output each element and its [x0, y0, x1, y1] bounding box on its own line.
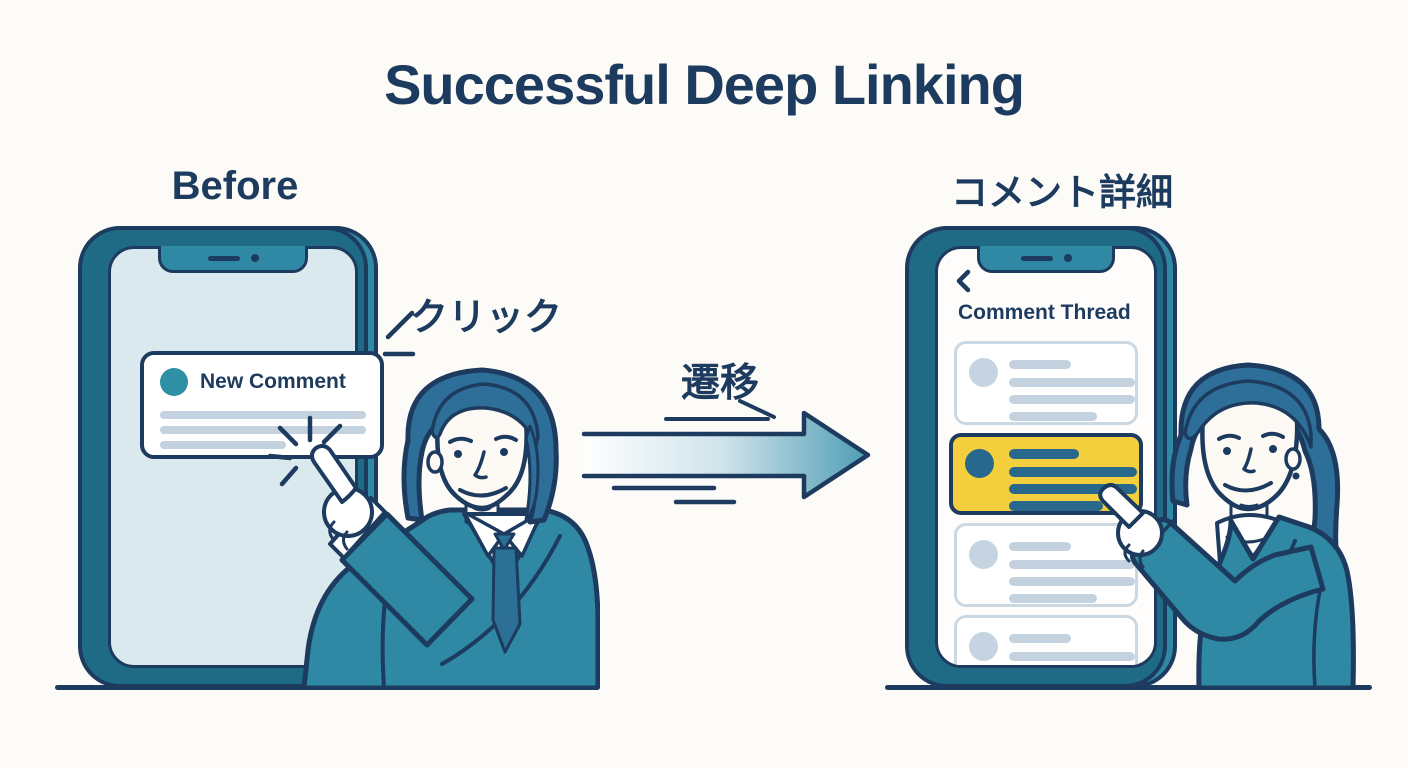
comment-avatar	[969, 358, 998, 387]
thread-title: Comment Thread	[958, 301, 1131, 324]
man-illustration	[301, 367, 600, 688]
page-title: Successful Deep Linking	[384, 53, 1025, 116]
comment-text-line	[1009, 412, 1097, 421]
comment-text-line	[1009, 594, 1097, 603]
notification-card[interactable]: New Comment	[140, 351, 384, 459]
comment-card[interactable]	[954, 615, 1138, 665]
comment-avatar	[969, 632, 998, 661]
comment-text-line	[1009, 449, 1079, 459]
comment-card[interactable]	[954, 341, 1138, 425]
before-label: Before	[171, 164, 299, 208]
comment-card[interactable]	[954, 523, 1138, 607]
notification-text-line	[160, 411, 366, 419]
comment-text-line	[1009, 634, 1071, 643]
comment-avatar	[969, 540, 998, 569]
back-chevron-icon[interactable]	[954, 269, 972, 293]
click-label: クリック	[410, 297, 563, 339]
phone-after: Comment Thread	[905, 226, 1177, 688]
comment-text-line	[1009, 360, 1071, 369]
phone-notch	[977, 246, 1115, 273]
notification-text-line	[160, 426, 366, 434]
transition-label: 遷移	[680, 362, 759, 405]
phone-after-screen: Comment Thread	[935, 246, 1157, 668]
comment-avatar	[965, 449, 994, 478]
comment-text-line	[1009, 484, 1137, 494]
comment-text-line	[1009, 378, 1135, 387]
comment-text-line	[1009, 501, 1103, 511]
comment-text-line	[1009, 395, 1135, 404]
speaker-icon	[207, 255, 240, 261]
phone-notch	[158, 246, 308, 273]
woman-illustration	[1098, 362, 1356, 688]
camera-icon	[250, 254, 259, 262]
comment-detail-label: コメント詳細	[951, 172, 1173, 213]
click-burst-icon	[268, 415, 343, 487]
comment-text-line	[1009, 542, 1071, 551]
notification-title: New Comment	[200, 370, 346, 393]
speaker-icon	[1020, 255, 1053, 261]
comment-text-line	[1009, 467, 1137, 477]
notification-avatar-dot	[160, 368, 188, 396]
comment-text-line	[1009, 652, 1135, 661]
click-callout-ticks-icon	[382, 310, 416, 357]
notification-text-line	[160, 441, 286, 449]
camera-icon	[1063, 254, 1072, 262]
transition-arrow	[581, 399, 871, 505]
comment-text-line	[1009, 577, 1135, 586]
comment-text-line	[1009, 560, 1135, 569]
